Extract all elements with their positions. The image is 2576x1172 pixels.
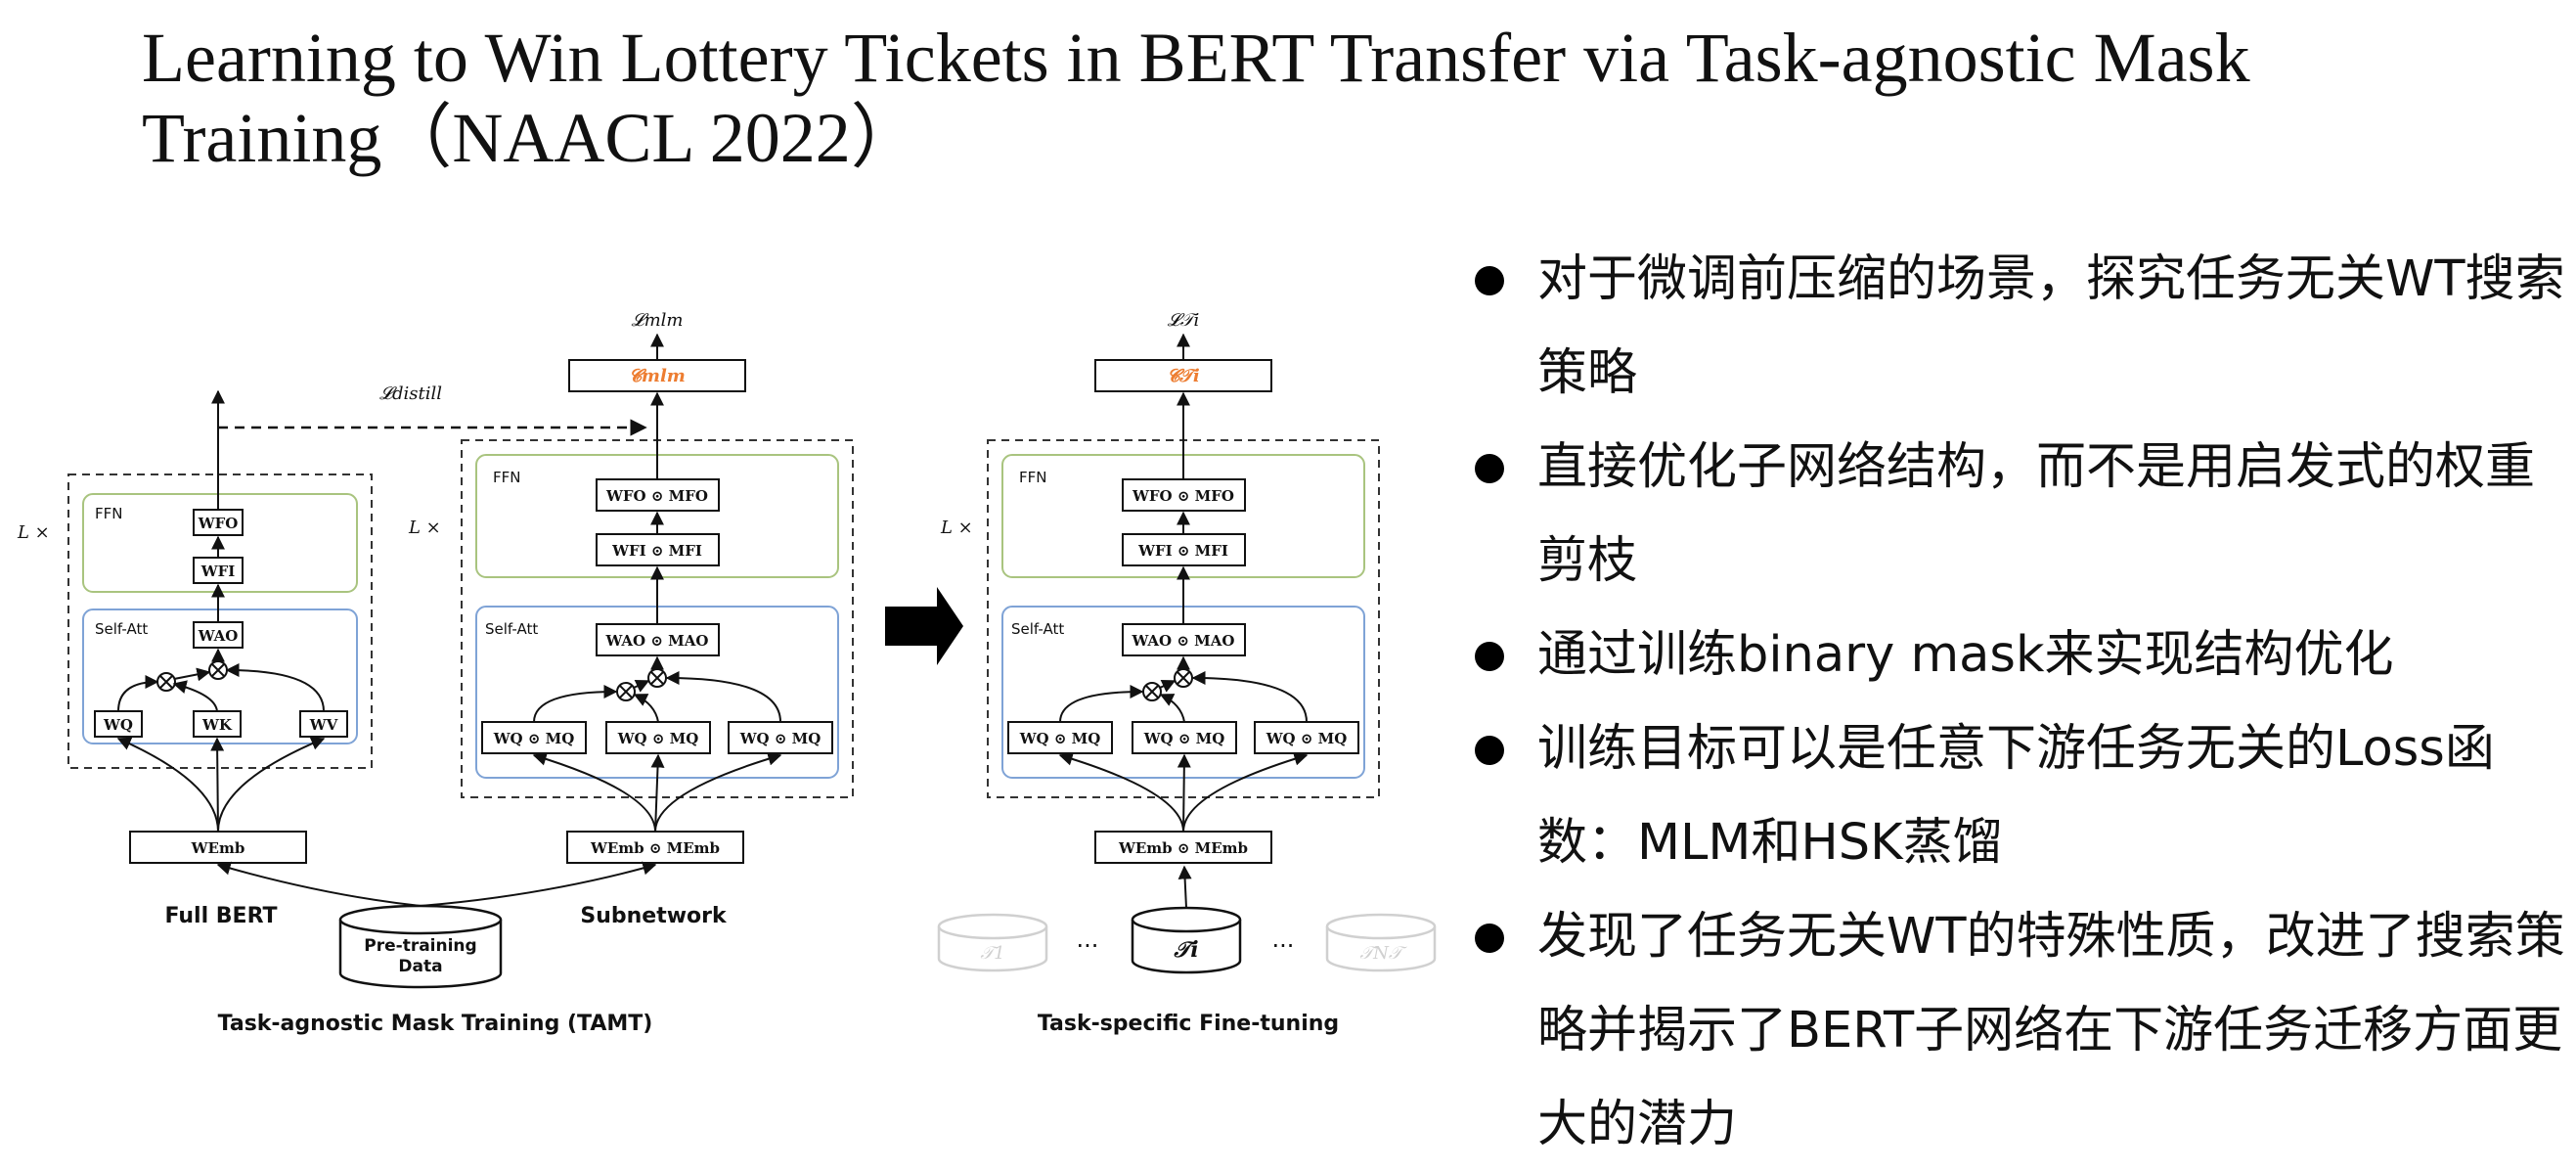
subnet-repeat-label: L × <box>408 518 441 538</box>
full-emb-box <box>129 831 307 864</box>
bullet-dot-icon <box>1475 642 1504 671</box>
task-wq1-label: WQ ⊙ MQ <box>1019 730 1101 747</box>
bullet-dot-icon <box>1475 736 1504 765</box>
bullet-dot-icon <box>1475 454 1504 483</box>
out-mlm-label: 𝓒mlm <box>629 366 686 386</box>
full-wfi-box <box>193 557 244 584</box>
bullet-dot-icon <box>1475 266 1504 295</box>
subnet-wq2-label: WQ ⊙ MQ <box>617 730 699 747</box>
full-bert-repeat-label: L × <box>17 522 50 543</box>
task-1-label: 𝒯1 <box>980 943 1004 964</box>
task-i-label: 𝒯i <box>1173 937 1198 963</box>
task-dots-2: ··· <box>1272 932 1295 960</box>
loss-task-label: 𝓛𝒯i <box>1168 310 1200 331</box>
task-output-box <box>1094 359 1272 392</box>
task-wq2-box <box>1132 721 1237 754</box>
pretrain-label-2: Data <box>398 957 442 976</box>
full-emb-label: WEmb <box>191 839 245 857</box>
task-emb-box <box>1094 831 1272 864</box>
tamt-caption: Task-agnostic Mask Training (TAMT) <box>218 1012 653 1036</box>
task-wfo-label: WFO ⊙ MFO <box>1132 487 1234 505</box>
subnet-ffn-label: FFN <box>493 469 520 486</box>
subnet-wfi-label: WFI ⊙ MFI <box>611 542 702 560</box>
bullet-list: 对于微调前压缩的场景，探究任务无关WT搜索策略 直接优化子网络结构，而不是用启发… <box>1467 233 2572 1172</box>
slide-title-line-1: Learning to Win Lottery Tickets in BERT … <box>142 19 2250 97</box>
bullet-text: 直接优化子网络结构，而不是用启发式的权重剪枝 <box>1537 438 2536 590</box>
full-wfo-label: WFO <box>198 515 239 532</box>
full-wfi-label: WFI <box>200 563 236 580</box>
full-wq-label: WQ <box>103 716 133 734</box>
task-wfo-box <box>1122 478 1246 512</box>
slide-title-line-2: Training（NAACL 2022） <box>142 99 921 177</box>
bullet-item: 对于微调前压缩的场景，探究任务无关WT搜索策略 <box>1467 233 2572 421</box>
task-ffn-label: FFN <box>1019 469 1046 486</box>
bullet-text: 通过训练binary mask来实现结构优化 <box>1537 626 2394 684</box>
full-wfo-box <box>193 509 244 536</box>
pretrain-data-cylinder <box>338 920 503 989</box>
full-wao-box <box>193 621 244 649</box>
full-wv-label: WV <box>309 716 338 734</box>
bullet-item: 发现了任务无关WT的特殊性质，改进了搜索策略并揭示了BERT子网络在下游任务迁移… <box>1467 890 2572 1172</box>
slide-title: Learning to Win Lottery Tickets in BERT … <box>142 18 2489 178</box>
task-wfi-label: WFI ⊙ MFI <box>1137 542 1228 560</box>
out-task-label: 𝓒𝒯i <box>1167 366 1200 386</box>
task-wq3-label: WQ ⊙ MQ <box>1266 730 1348 747</box>
loss-distill-label: 𝓛distill <box>379 383 442 404</box>
pretrain-label-1: Pre-training <box>364 936 476 956</box>
bullet-item: 通过训练binary mask来实现结构优化 <box>1467 609 2572 702</box>
tamt-diagram: .bx{fill:#fff;stroke:#111;stroke-width:2… <box>17 310 1437 1036</box>
bullet-text: 对于微调前压缩的场景，探究任务无关WT搜索策略 <box>1537 250 2565 402</box>
full-wao-label: WAO <box>198 627 239 645</box>
task-n-label: 𝒯N𝒯 <box>1359 943 1407 964</box>
bullet-item: 训练目标可以是任意下游任务无关的Loss函数：MLM和HSK蒸馏 <box>1467 702 2572 890</box>
bullet-text: 训练目标可以是任意下游任务无关的Loss函数：MLM和HSK蒸馏 <box>1537 720 2495 872</box>
full-bert-caption: Full BERT <box>164 904 277 928</box>
subnet-emb-label: WEmb ⊙ MEmb <box>590 839 720 857</box>
task-wfi-box <box>1122 533 1246 566</box>
subnet-wq3-label: WQ ⊙ MQ <box>739 730 822 747</box>
subnet-wfi-box <box>596 533 720 566</box>
subnetwork-caption: Subnetwork <box>580 904 728 928</box>
task-dots-1: ··· <box>1077 932 1099 960</box>
full-wk-label: WK <box>201 716 233 734</box>
full-self-att-label: Self-Att <box>95 620 148 638</box>
task-wq1-box <box>1007 721 1113 754</box>
task-wq2-label: WQ ⊙ MQ <box>1143 730 1225 747</box>
subnet-self-att-label: Self-Att <box>485 620 538 638</box>
subnet-wfo-label: WFO ⊙ MFO <box>605 487 708 505</box>
loss-mlm-label: 𝓛mlm <box>632 310 684 331</box>
bullet-text: 发现了任务无关WT的特殊性质，改进了搜索策略并揭示了BERT子网络在下游任务迁移… <box>1537 908 2565 1153</box>
transfer-arrow-icon <box>885 587 963 665</box>
full-bert-layer-box <box>67 473 373 769</box>
bullet-item: 直接优化子网络结构，而不是用启发式的权重剪枝 <box>1467 421 2572 609</box>
full-ffn-label: FFN <box>95 505 122 522</box>
subnet-wao-label: WAO ⊙ MAO <box>605 632 709 650</box>
subnet-wq3-box <box>728 721 833 754</box>
task-wao-label: WAO ⊙ MAO <box>1132 632 1235 650</box>
ft-caption: Task-specific Fine-tuning <box>1038 1012 1339 1036</box>
subnet-wq1-box <box>481 721 587 754</box>
subnet-wq1-label: WQ ⊙ MQ <box>493 730 575 747</box>
task-i-cylinder <box>1131 920 1242 974</box>
task-repeat-label: L × <box>940 518 973 538</box>
bullet-dot-icon <box>1475 924 1504 953</box>
subnet-wfo-box <box>596 478 720 512</box>
task-self-att-label: Self-Att <box>1011 620 1064 638</box>
subnet-output-box <box>568 359 746 392</box>
task-emb-label: WEmb ⊙ MEmb <box>1118 839 1248 857</box>
